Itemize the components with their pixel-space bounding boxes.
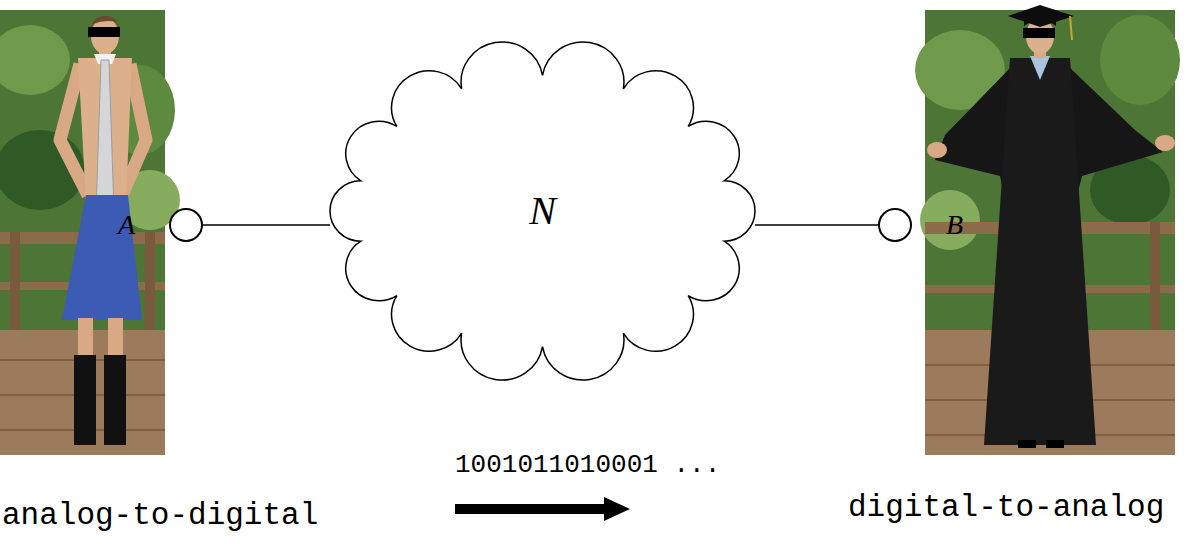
- node-label: B: [946, 210, 963, 241]
- conversion-label: digital-to-analog: [848, 489, 1164, 526]
- network-cloud: N: [330, 42, 755, 380]
- endpoint-circle: B: [878, 208, 912, 242]
- node-label: N: [529, 189, 556, 233]
- link-line: [203, 224, 330, 226]
- left-photo: [0, 10, 180, 455]
- node-label: A: [118, 210, 135, 241]
- right-photo: [915, 5, 1180, 455]
- link-line: [755, 224, 878, 226]
- endpoint-circle: A: [169, 208, 203, 242]
- bit-stream: 1001011010001 ...: [455, 450, 720, 481]
- direction-arrow: [455, 497, 630, 521]
- conversion-label: analog-to-digital: [2, 497, 318, 534]
